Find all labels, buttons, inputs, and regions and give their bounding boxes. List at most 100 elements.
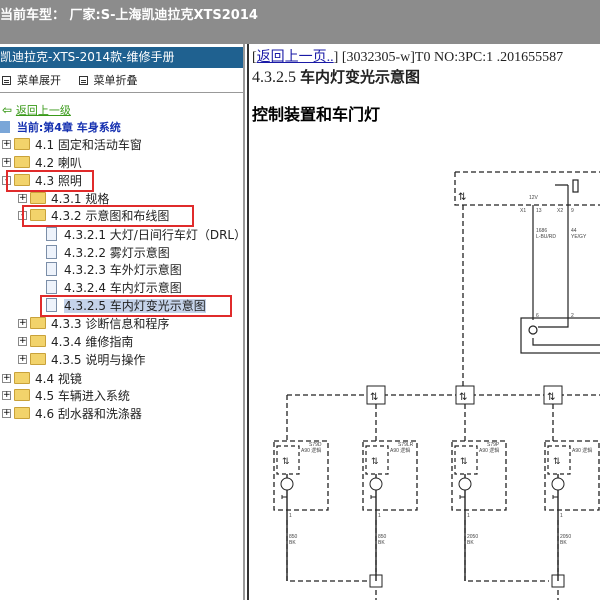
module-color-label: BK	[378, 540, 385, 546]
module-logic-label: A90 逻辑	[390, 447, 410, 454]
module-color-label: BK	[289, 540, 296, 546]
expand-icon[interactable]: +	[18, 318, 27, 328]
pin-label: 13	[536, 208, 542, 214]
tree-item[interactable]: +4.3.1 规格	[18, 190, 109, 208]
tree-item-label: 4.1 固定和活动车窗	[35, 138, 142, 152]
subsection-heading: 控制装置和车门灯	[252, 105, 381, 124]
tree-item[interactable]: 4.3.2.1 大灯/日间行车灯（DRL）	[46, 226, 246, 244]
pin-label: 6	[536, 313, 539, 319]
expand-icon[interactable]: +	[2, 373, 11, 383]
folder-icon	[30, 317, 46, 329]
module-logic-label: A90 逻辑	[572, 447, 592, 454]
led-icon	[369, 477, 383, 491]
bidirectional-arrow-icon: ⇅	[282, 456, 290, 466]
document-icon	[46, 280, 57, 294]
expand-menu-button[interactable]: 菜单展开	[0, 74, 67, 87]
module-pin-label: 1	[560, 513, 563, 519]
expand-icon[interactable]: +	[2, 139, 11, 149]
tree-item[interactable]: 4.3.2.3 车外灯示意图	[46, 261, 182, 279]
wire-number: 44	[571, 228, 577, 234]
folder-icon	[14, 372, 30, 384]
tree-item[interactable]: 4.3.2.5 车内灯变光示意图	[46, 297, 206, 315]
module-id-label: S79LR	[398, 442, 414, 448]
document-icon	[46, 227, 57, 241]
expand-icon[interactable]: +	[2, 157, 11, 167]
module-wire-label: 850	[378, 534, 387, 540]
wire	[532, 184, 569, 320]
door-switch-module	[273, 440, 329, 511]
module-wire-label: 850	[289, 534, 298, 540]
bidirectional-arrow-icon: ⇅	[370, 392, 378, 403]
module-color-label: BK	[560, 540, 567, 546]
expand-icon[interactable]: +	[18, 193, 27, 203]
tree-item-label: 4.3.5 说明与操作	[51, 353, 146, 367]
folder-icon	[14, 174, 30, 186]
document-icon	[46, 262, 57, 276]
back-page-link[interactable]: 返回上一页..	[256, 50, 334, 65]
tree-item[interactable]: 4.3.2.4 车内灯示意图	[46, 279, 182, 297]
bidirectional-arrow-icon: ⇅	[553, 456, 561, 466]
bidirectional-arrow-icon: ⇅	[371, 456, 379, 466]
tree-item[interactable]: +4.1 固定和活动车窗	[2, 136, 142, 154]
expand-icon[interactable]: +	[2, 390, 11, 400]
collapse-menu-button[interactable]: 菜单折叠	[77, 74, 144, 87]
module-id-label: S79P	[487, 442, 500, 448]
expand-icon[interactable]: +	[18, 336, 27, 346]
folder-icon	[30, 209, 46, 221]
tree-item-label: 4.3.3 诊断信息和程序	[51, 317, 170, 331]
bidirectional-arrow-icon: ⇅	[460, 456, 468, 466]
dimmer-icon	[528, 325, 538, 335]
data-link-box	[455, 385, 475, 405]
current-chapter: 当前:第4章 车身系统	[0, 118, 121, 136]
tree-item-label: 4.3.4 维修指南	[51, 335, 134, 349]
module-pin-label: 1	[289, 513, 292, 519]
folder-icon	[30, 192, 46, 204]
folder-icon	[14, 407, 30, 419]
list-icon	[2, 76, 11, 85]
folder-icon	[30, 335, 46, 347]
tree-item-label: 4.2 喇叭	[35, 156, 82, 170]
tree-item[interactable]: +4.5 车辆进入系统	[2, 387, 130, 405]
tree-item[interactable]: +4.4 视镜	[2, 370, 82, 388]
highlight-box	[22, 205, 194, 227]
led-icon	[280, 477, 294, 491]
module-color-label: BK	[467, 540, 474, 546]
tree-item-label: 4.3.2.3 车外灯示意图	[64, 263, 182, 277]
folder-icon	[30, 353, 46, 365]
wire-color: L-BU/RD	[536, 234, 556, 240]
folder-icon	[14, 156, 30, 168]
door-switch-module	[544, 440, 600, 511]
bidirectional-arrow-icon: ⇅	[547, 392, 555, 403]
tree-item[interactable]: +4.6 刮水器和洗涤器	[2, 405, 142, 423]
menu-toolbar: 菜单展开 菜单折叠	[0, 68, 243, 93]
expand-icon[interactable]: +	[18, 354, 27, 364]
data-link-box	[543, 385, 563, 405]
tree-item-label: 4.4 视镜	[35, 372, 82, 386]
tree-item[interactable]: +4.3.5 说明与操作	[18, 351, 146, 369]
folder-icon	[14, 389, 30, 401]
pin-label: 2	[571, 313, 574, 319]
tree-item[interactable]: 4.3.2.2 雾灯示意图	[46, 244, 170, 262]
data-link-box	[366, 385, 386, 405]
back-arrow-icon: ⇦	[2, 103, 13, 117]
tree-item-label: 4.6 刮水器和洗涤器	[35, 407, 142, 421]
wire-color: YE/GY	[571, 234, 587, 240]
tree-item[interactable]: +4.3.4 维修指南	[18, 333, 134, 351]
connector-label: X1	[520, 208, 526, 214]
led-icon	[458, 477, 472, 491]
expand-icon[interactable]: +	[2, 408, 11, 418]
dimmer-module	[520, 317, 600, 354]
tree-item-label: 4.3.2.4 车内灯示意图	[64, 281, 182, 295]
highlight-box	[6, 170, 94, 192]
folder-icon	[14, 138, 30, 150]
bidirectional-arrow-icon: ⇅	[459, 392, 467, 403]
list-icon	[78, 76, 88, 85]
back-link[interactable]: ⇦ 返回上一级	[2, 103, 71, 117]
tree-item[interactable]: +4.2 喇叭	[2, 154, 82, 172]
tree-item-label: 4.3.2.2 雾灯示意图	[64, 246, 170, 260]
document-icon	[46, 298, 57, 312]
tree-item[interactable]: +4.3.3 诊断信息和程序	[18, 315, 170, 333]
tree-item-label: 4.5 车辆进入系统	[35, 389, 130, 403]
connector-label: X2	[557, 208, 563, 214]
door-switch-module	[362, 440, 418, 511]
